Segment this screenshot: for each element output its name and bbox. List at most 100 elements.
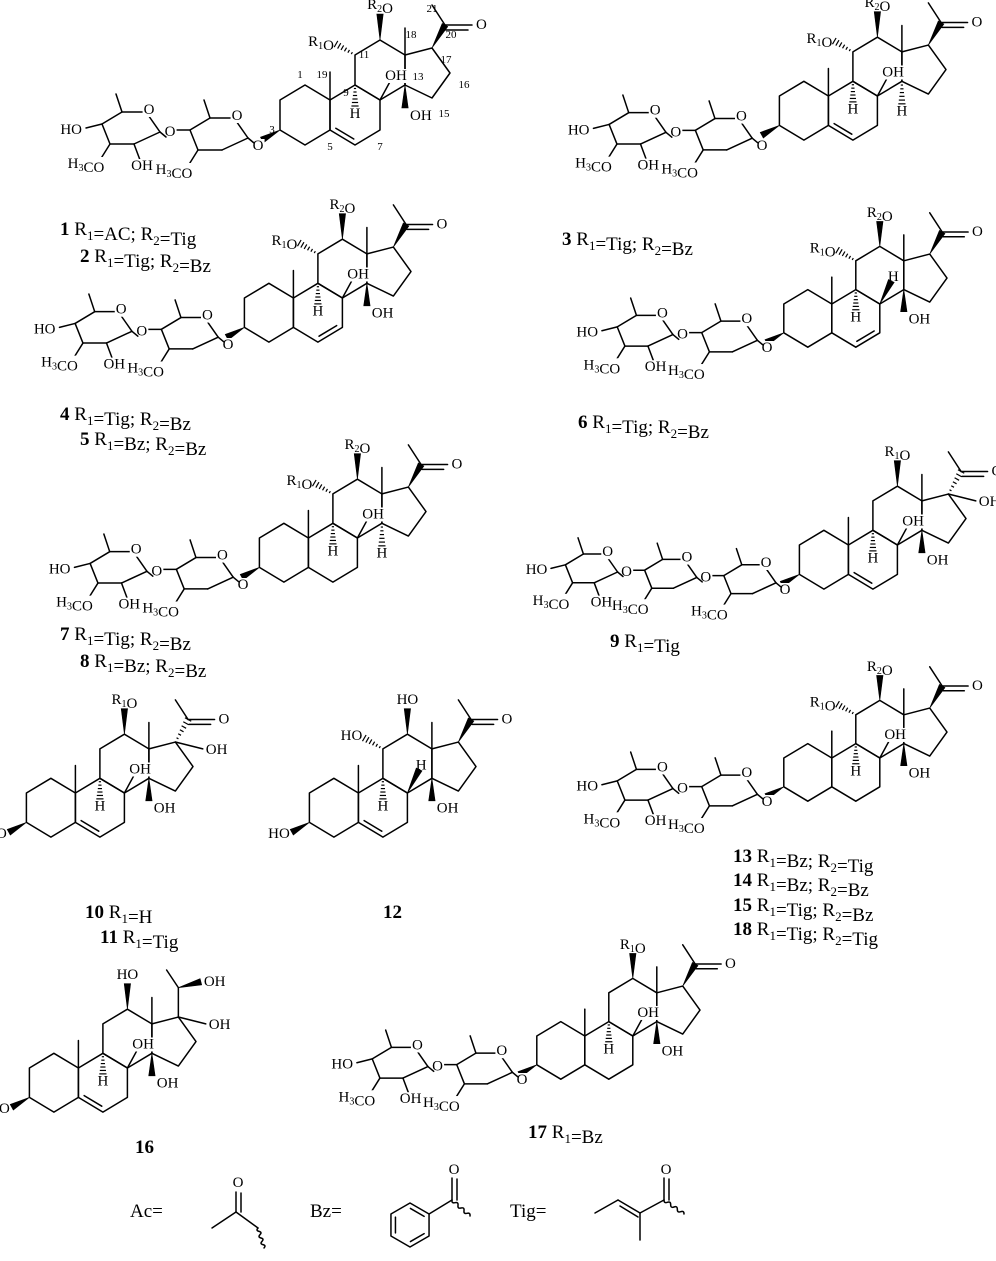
atom-label-text: OH — [645, 813, 667, 829]
label-part: O — [432, 1059, 443, 1075]
caption-text: =Tig — [142, 932, 179, 953]
label-part: 1 — [630, 943, 635, 954]
ketone-o-label: O — [972, 224, 983, 240]
compound-caption: 4 R1=Tig; R2=Bz — [60, 404, 191, 435]
ketone-o-label: O — [991, 464, 996, 480]
caption-text: =Tig; — [611, 417, 657, 438]
label-mask — [130, 159, 154, 173]
glycosidic-bond — [672, 787, 680, 795]
atom-number: 7 — [377, 141, 383, 153]
atom-label-text: H — [97, 1074, 108, 1090]
glycosidic-bond — [232, 576, 240, 583]
label-part: CO — [684, 367, 705, 383]
label-part: H — [584, 811, 595, 827]
hydroxyl-2-label: OH — [589, 595, 614, 611]
c14-oh-wedge — [401, 84, 409, 109]
hash-stroke — [318, 484, 323, 490]
compound-caption: 9 R1=Tig — [610, 631, 680, 657]
label-part: O — [621, 564, 632, 580]
label-mask — [881, 65, 906, 80]
caption-text: R — [642, 234, 655, 255]
methoxy-label: H3CO — [574, 156, 613, 176]
atom-label-text: H — [896, 104, 907, 120]
caption-subscript: 2 — [835, 933, 842, 948]
label-mask — [384, 69, 408, 83]
caption-text: R — [123, 927, 136, 948]
label-part: 2 — [377, 4, 382, 15]
glycosidic-o-label: O — [251, 138, 265, 154]
label-part: H — [350, 106, 361, 122]
label-part: H — [533, 593, 544, 609]
caption-c4: 4 R1=Tig; R2=Bz5 R1=Bz; R2=Bz — [60, 404, 206, 460]
atom-label-text: H — [94, 799, 105, 815]
c9-h-hash — [314, 286, 322, 305]
c9-h-hash — [852, 746, 860, 765]
caption-c12: 12 — [383, 902, 402, 923]
methoxy-label: H3CO — [126, 361, 166, 381]
atom-label-text: O — [657, 305, 668, 321]
label-part: R — [867, 659, 877, 675]
label-part: CO — [172, 166, 193, 182]
label-mask — [55, 595, 94, 614]
label-mask — [589, 595, 614, 610]
caption-text: =Tig; — [595, 234, 641, 255]
atom-number: 21 — [427, 3, 438, 15]
c12-o-wedge — [873, 11, 881, 38]
atom-number: 15 — [439, 108, 451, 120]
label-part: O — [741, 311, 752, 327]
atom-label-text: O — [144, 102, 155, 118]
atom-label-text: OH — [385, 68, 407, 84]
label-part: CO — [628, 602, 649, 618]
glycosidic-o-label: O — [236, 577, 250, 593]
caption-text: =H — [128, 907, 153, 928]
label-part: O — [517, 1072, 528, 1088]
h9-label: H — [377, 799, 388, 815]
atom-label-text: O — [677, 781, 688, 797]
label-mask — [215, 548, 229, 563]
sugar-ring-close — [731, 793, 759, 807]
wavy-bond — [451, 1199, 471, 1217]
structure-compound-9: OHOHHR1OOOHOOH3COOOH3COOOH3COOHHO — [526, 444, 996, 624]
atom-number: 13 — [413, 71, 425, 83]
glycosidic-bond — [247, 137, 255, 144]
ring-a — [279, 84, 331, 146]
ring-d — [921, 493, 967, 544]
label-part: HO — [0, 1101, 10, 1117]
atom-label-text: H3CO — [661, 162, 698, 182]
label-part: O — [677, 781, 688, 797]
atom-label-text: HO — [331, 1057, 353, 1073]
label-mask — [643, 814, 668, 829]
atom-label-text: OH — [927, 553, 949, 569]
label-part: OH — [591, 595, 613, 611]
hash-stroke — [177, 733, 182, 736]
ring-d — [903, 253, 948, 303]
atom-label-text: H3CO — [41, 355, 78, 375]
hash-stroke — [181, 725, 187, 729]
caption-text: =Tig — [837, 856, 874, 877]
caption-subscript: 2 — [168, 665, 175, 680]
ring-o-label: O — [230, 108, 244, 124]
label-mask — [655, 760, 669, 775]
h9-label: H — [867, 551, 878, 567]
hash-stroke — [841, 251, 846, 257]
h9-label: H — [847, 102, 858, 118]
label-mask — [531, 593, 571, 612]
c6-methyl — [115, 93, 123, 113]
h9-label: H — [603, 1041, 614, 1057]
caption-subscript: 1 — [135, 936, 142, 951]
acetyl-methyl — [928, 212, 943, 233]
c12-or1-label: R1O — [884, 444, 910, 464]
ketone-o-label: O — [972, 678, 983, 694]
hash-stroke — [347, 49, 350, 54]
c9-h-hash — [379, 781, 387, 800]
interglycosidic-o-label: O — [163, 124, 177, 140]
label-mask — [141, 601, 181, 620]
atom-label-text: H3CO — [584, 811, 621, 831]
atom-label-text: H — [350, 106, 361, 122]
label-part: O — [301, 477, 312, 493]
atom-label-text: R2O — [367, 0, 393, 17]
label-part: O — [991, 464, 996, 480]
